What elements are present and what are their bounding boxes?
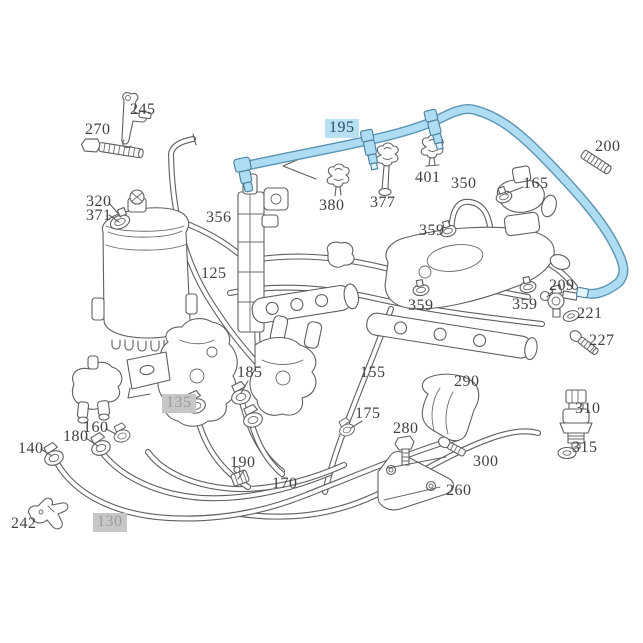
- callout-170[interactable]: 170: [272, 475, 298, 492]
- callout-290[interactable]: 290: [454, 373, 480, 390]
- callout-242[interactable]: 242: [11, 515, 37, 532]
- hose-clamp-320: [109, 206, 131, 230]
- callout-245[interactable]: 245: [130, 101, 156, 118]
- callout-140[interactable]: 140: [18, 440, 44, 457]
- callout-315[interactable]: 315: [572, 439, 598, 456]
- callout-359-a[interactable]: 359: [419, 222, 445, 239]
- bracket-245: [121, 92, 152, 149]
- callout-227[interactable]: 227: [589, 332, 615, 349]
- callout-320[interactable]: 320: [86, 193, 112, 210]
- line-clip-401: [420, 134, 444, 167]
- leader-lines: [40, 151, 554, 480]
- bolt-270: [80, 138, 144, 159]
- callout-130-highlighted[interactable]: 130: [93, 513, 127, 532]
- callout-195-highlighted[interactable]: 195: [325, 119, 359, 138]
- seal-ring-315: [557, 446, 577, 460]
- cover-290: [421, 373, 480, 442]
- line-clip-377: [375, 142, 399, 197]
- callout-135-highlighted[interactable]: 135: [162, 394, 196, 413]
- callout-190[interactable]: 190: [230, 454, 256, 471]
- callout-380[interactable]: 380: [319, 197, 345, 214]
- fuel-lines: [57, 133, 575, 519]
- callout-356[interactable]: 356: [206, 209, 232, 226]
- callout-180[interactable]: 180: [63, 428, 89, 445]
- callout-280[interactable]: 280: [393, 420, 419, 437]
- callout-160[interactable]: 160: [83, 419, 109, 436]
- callout-185[interactable]: 185: [237, 364, 263, 381]
- fuel-rail-right: [366, 312, 538, 361]
- callout-270[interactable]: 270: [85, 121, 111, 138]
- line-clip-380: [326, 163, 350, 197]
- callout-310[interactable]: 310: [575, 400, 601, 417]
- callout-377[interactable]: 377: [370, 194, 396, 211]
- callout-300[interactable]: 300: [473, 453, 499, 470]
- fuel-filter-canister: [91, 189, 198, 352]
- fitting-140: [39, 440, 66, 469]
- pressure-sensor-310: [559, 389, 593, 449]
- callout-221[interactable]: 221: [577, 305, 603, 322]
- callout-260[interactable]: 260: [446, 482, 472, 499]
- callout-209[interactable]: 209: [549, 277, 575, 294]
- injector-bodies-left: [269, 315, 323, 349]
- bolt-227: [569, 330, 599, 356]
- callout-359-b[interactable]: 359: [408, 297, 434, 314]
- seal-ring-221: [562, 310, 580, 322]
- callout-359-c[interactable]: 359: [512, 296, 538, 313]
- clamp-190: [230, 465, 250, 487]
- engine-detail: [249, 241, 355, 416]
- callout-200[interactable]: 200: [595, 138, 621, 155]
- callout-155[interactable]: 155: [360, 364, 386, 381]
- callout-125[interactable]: 125: [201, 265, 227, 282]
- bracket-242: [28, 497, 69, 530]
- callout-175[interactable]: 175: [355, 405, 381, 422]
- bolt-280: [394, 435, 415, 466]
- stud-200: [580, 149, 612, 175]
- highlighted-hose-195[interactable]: [233, 109, 623, 298]
- callout-165[interactable]: 165: [523, 175, 549, 192]
- valve-unit-left: [71, 355, 123, 424]
- screw-300: [438, 436, 466, 457]
- fuel-rail-left: [251, 283, 360, 324]
- callout-350[interactable]: 350: [451, 175, 477, 192]
- valve-209: [539, 284, 578, 318]
- callout-371[interactable]: 371: [86, 207, 112, 224]
- callout-401[interactable]: 401: [415, 169, 441, 186]
